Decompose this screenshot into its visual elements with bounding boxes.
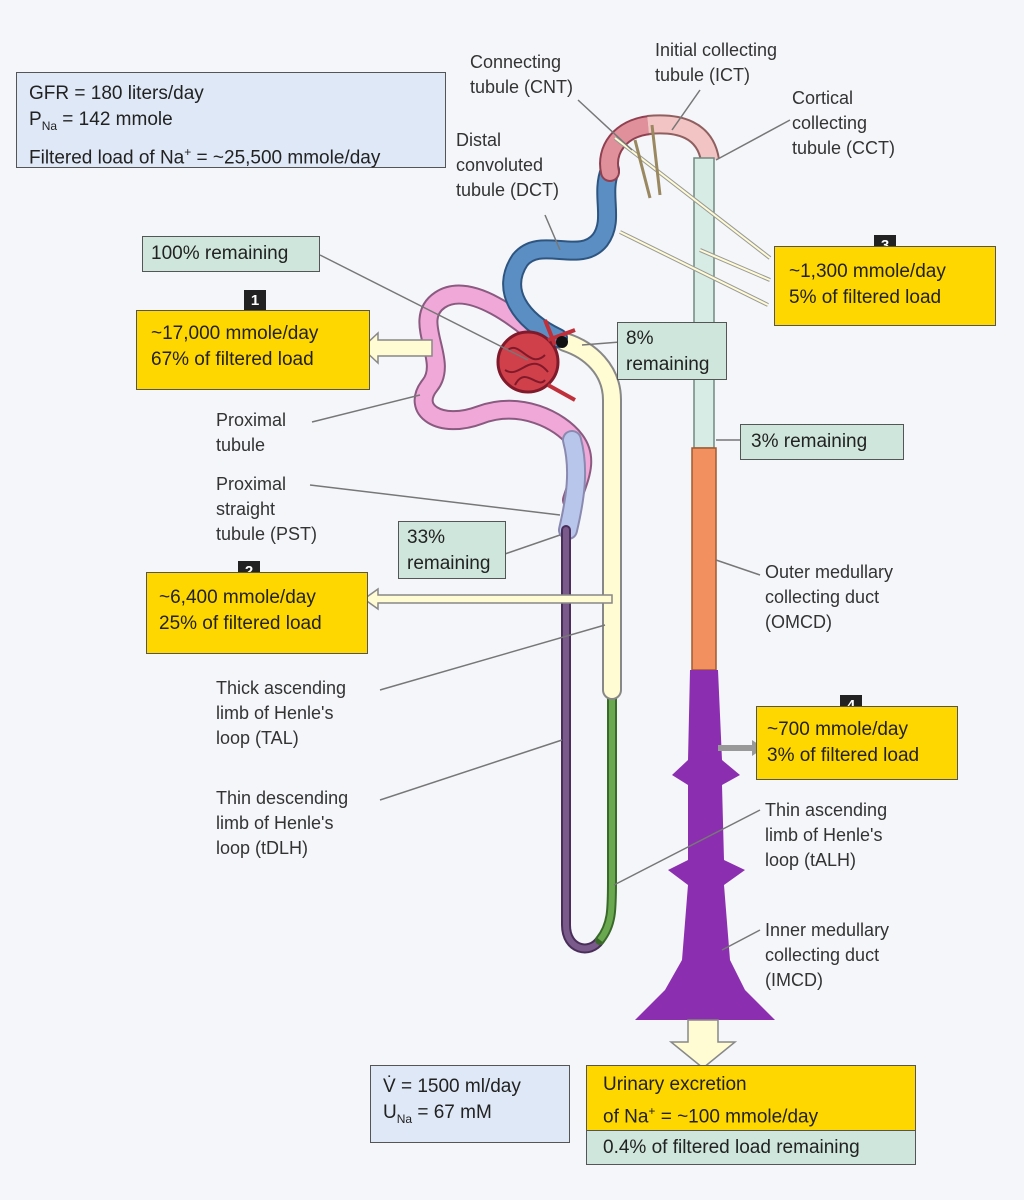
label-omcd: Outer medullary collecting duct (OMCD) [765, 562, 894, 632]
label-pst: Proximal straight tubule (PST) [216, 474, 318, 544]
urine-na-text: UNa = 67 mM [383, 1102, 492, 1126]
urine-info-box: V̇ = 1500 ml/day UNa = 67 mM [370, 1065, 570, 1143]
remaining-33-box: 33% remaining [398, 521, 506, 579]
proximal-tubule [413, 284, 593, 510]
label-cct: Cortical collecting tubule (CCT) [792, 88, 896, 158]
label-ict: Initial collecting tubule (ICT) [655, 40, 778, 85]
filtration-info-box: GFR = 180 liters/day PNa = 142 mmole Fil… [16, 72, 446, 168]
reabsorption-box-4: ~700 mmole/day 3% of filtered load [756, 706, 958, 780]
remaining-8-box: 8% remaining [617, 322, 727, 380]
gfr-text: GFR = 180 liters/day [29, 83, 204, 104]
reabsorption-arrow-1 [360, 331, 433, 365]
remaining-100-box: 100% remaining [142, 236, 320, 272]
reabsorption-box-3: ~1,300 mmole/day 5% of filtered load [774, 246, 996, 326]
excretion-remaining: 0.4% of filtered load remaining [587, 1130, 915, 1164]
plasma-na-text: PNa = 142 mmole [29, 109, 173, 133]
badge-1: 1 [244, 290, 266, 312]
label-talh: Thin ascending limb of Henle's loop (tAL… [765, 800, 888, 870]
reabsorption-arrow-4 [718, 740, 764, 756]
label-tal: Thick ascending limb of Henle's loop (TA… [216, 678, 347, 748]
outer-medullary-collecting-duct [691, 447, 717, 671]
remaining-3-box: 3% remaining [740, 424, 904, 460]
reabsorption-box-2: ~6,400 mmole/day 25% of filtered load [146, 572, 368, 654]
reabsorption-arrow-2 [362, 587, 613, 611]
urine-flow-text: V̇ = 1500 ml/day [383, 1076, 521, 1097]
label-dct: Distal convoluted tubule (DCT) [456, 130, 560, 200]
label-imcd: Inner medullary collecting duct (IMCD) [765, 920, 890, 990]
label-proximal: Proximal tubule [216, 410, 287, 455]
inner-medullary-collecting-duct [635, 670, 775, 1020]
label-cnt: Connecting tubule (CNT) [470, 52, 574, 97]
thin-descending-limb [561, 525, 605, 954]
filtered-load-text: Filtered load of Na+ = ~25,500 mmole/day [29, 144, 381, 169]
excretion-box: Urinary excretion of Na+ = ~100 mmole/da… [586, 1065, 916, 1165]
reabsorption-box-1: ~17,000 mmole/day 67% of filtered load [136, 310, 370, 390]
label-tdlh: Thin descending limb of Henle's loop (tD… [216, 788, 349, 858]
urine-arrow [668, 1019, 738, 1069]
